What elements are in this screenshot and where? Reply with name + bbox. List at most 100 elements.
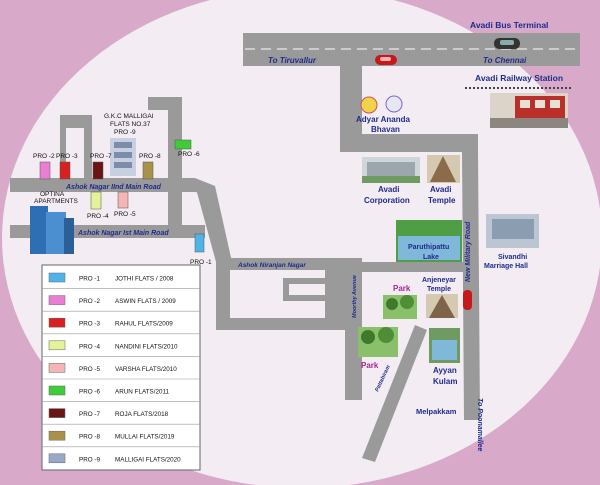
legend-code: PRO -6 (79, 389, 100, 396)
pro-8-label: PRO -8 (139, 153, 161, 160)
legend-code: PRO -8 (79, 434, 100, 441)
optina-label-1: OPTINA (40, 191, 65, 198)
road-label-ashok-1st: Ashok Nagar Ist Main Road (77, 230, 169, 237)
avadi-bus-terminal-label: Avadi Bus Terminal (470, 20, 548, 30)
legend-row: PRO -5 VARSHA FLATS/2010 (42, 356, 200, 373)
avadi-railway-station-label: Avadi Railway Station (475, 73, 563, 83)
pro-6-marker[interactable] (174, 139, 192, 150)
sivandhi-label-2: Marriage Hall (484, 263, 528, 270)
pro-5-marker[interactable] (117, 191, 129, 209)
adyar-ananda-label-1: Adyar Ananda (356, 115, 410, 124)
legend-row: PRO -2 ASWIN FLATS / 2009 (42, 288, 200, 305)
railway-station-picture (490, 93, 568, 128)
anjaneyar-temple-picture (426, 294, 458, 318)
legend-name: VARSHA FLATS/2010 (115, 366, 177, 373)
anjaneyar-label-1: Anjeneyar (422, 277, 456, 284)
pro-3-marker[interactable] (59, 161, 71, 180)
anjaneyar-label-2: Temple (427, 286, 451, 293)
pro-7-marker[interactable] (92, 161, 104, 180)
optina-apartments-picture (30, 206, 74, 254)
melpakkam-label: Melpakkam (416, 407, 457, 416)
paruthipattu-lake-picture (396, 220, 462, 262)
avadi-temple-label-2: Temple (428, 196, 456, 205)
pro-1-label: PRO -1 (190, 259, 212, 266)
pro-5-label: PRO -5 (114, 211, 136, 218)
legend-code: PRO -9 (79, 456, 100, 463)
legend-name: MULLAI FLATS/2019 (115, 434, 175, 441)
legend-swatch (48, 317, 66, 328)
legend-swatch (48, 272, 66, 283)
park-label-2: Park (361, 361, 379, 370)
avadi-temple-label-1: Avadi (430, 185, 452, 194)
legend-row: PRO -8 MULLAI FLATS/2019 (42, 423, 200, 441)
legend-swatch (48, 363, 66, 373)
gkc-label-3: PRO -9 (114, 129, 136, 136)
lake-label-1: Paruthipattu (408, 244, 449, 251)
legend-row: PRO -6 ARUN FLATS/2011 (42, 378, 200, 396)
red-car-icon-vertical (463, 290, 472, 310)
ashok-niranjan-nagar-road (216, 258, 325, 270)
road-label-poonamallee: To Poonamallee (476, 398, 483, 452)
ayyan-kulam-label-1: Ayyan (433, 366, 457, 375)
avadi-temple-picture (427, 155, 460, 183)
road-label-tiruvallur: To Tiruvallur (268, 56, 317, 65)
pattabiram-road (362, 325, 427, 462)
gkc-label-1: G.K.C MALLIGAI (104, 113, 154, 120)
pro-8-marker[interactable] (142, 161, 154, 180)
gkc-malligai-picture (110, 138, 136, 176)
legend-name: ARUN FLATS/2011 (115, 389, 170, 396)
ayyan-kulam-picture (429, 328, 460, 363)
pro-2-marker[interactable] (39, 161, 51, 180)
avadi-corporation-label-1: Avadi (378, 185, 400, 194)
park-picture-1 (383, 295, 417, 319)
property-markers: PRO -1 PRO -2 PRO -3 PRO -7 PRO -8 PRO -… (33, 139, 212, 266)
sivandhi-hall-picture (486, 214, 539, 248)
legend-swatch (48, 295, 66, 305)
lake-label-2: Lake (423, 254, 439, 261)
legend-swatch (48, 430, 66, 441)
legend-name: ROJA FLATS/2018 (115, 411, 169, 418)
legend-row: PRO -9 MALLIGAI FLATS/2020 (42, 446, 200, 464)
pro-1-marker[interactable] (194, 233, 205, 253)
legend-row: PRO -4 NANDINI FLATS/2010 (42, 333, 200, 351)
new-military-road (340, 134, 480, 420)
pro-4-marker[interactable] (90, 191, 102, 210)
adyar-ananda-label-2: Bhavan (371, 125, 400, 134)
pro-6-label: PRO -6 (178, 151, 200, 158)
road-label-chennai: To Chennai (483, 56, 527, 65)
pro-7-label: PRO -7 (90, 153, 112, 160)
optina-label-2: APARTMENTS (34, 198, 78, 205)
avadi-corporation-label-2: Corporation (364, 196, 410, 205)
road-label-niranjan: Ashok Niranjan Nagar (237, 262, 306, 269)
legend-name: NANDINI FLATS/2010 (115, 343, 178, 350)
car-icon (494, 38, 520, 49)
legend-code: PRO -3 (79, 321, 100, 328)
ashok-nagar-2nd-main-road (10, 178, 215, 195)
gkc-label-2: FLATS NO.37 (110, 121, 151, 128)
legend-swatch (48, 453, 66, 464)
legend-code: PRO -5 (79, 366, 100, 373)
legend-code: PRO -2 (79, 298, 100, 305)
road-label-new-military: New Military Road (465, 221, 472, 282)
road-label-moorthy: Moorthy Avenue (352, 275, 358, 318)
legend-code: PRO -4 (79, 343, 100, 350)
legend-name: ASWIN FLATS / 2009 (115, 298, 176, 305)
pro-2-label: PRO -2 (33, 153, 55, 160)
road-label-ashok-2nd: Ashok Nagar IInd Main Road (65, 184, 162, 191)
pro-4-label: PRO -4 (87, 213, 109, 220)
legend-name: MALLIGAI FLATS/2020 (115, 456, 181, 463)
legend-swatch (48, 340, 66, 351)
legend-code: PRO -1 (79, 276, 100, 283)
park-label-1: Park (393, 284, 411, 293)
pro-3-label: PRO -3 (56, 153, 78, 160)
ayyan-kulam-label-2: Kulam (433, 377, 457, 386)
park-picture-2 (358, 327, 398, 357)
legend-swatch (48, 385, 66, 396)
legend-swatch (48, 408, 66, 418)
avadi-corporation-picture (362, 157, 420, 183)
